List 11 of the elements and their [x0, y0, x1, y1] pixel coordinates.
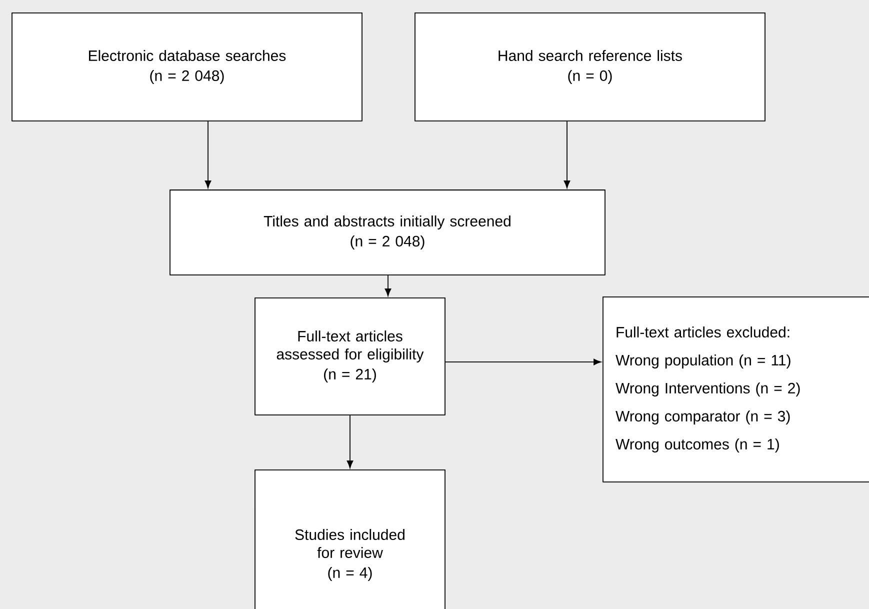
process-box: Studies included for review (n = 4) [254, 470, 446, 609]
arrow [384, 274, 392, 296]
arrow [564, 120, 570, 188]
process-box: Full-text articles assessed for eligibility (n = 21) [254, 298, 446, 416]
arrow [204, 120, 212, 188]
arrow [346, 414, 354, 468]
process-box: Full-text articles excluded: Wrong population (n = 11) Wrong Interventions (n = 2) Wrong comparator (n = 3) Wrong outcomes (n = 1) [602, 296, 869, 482]
process-box: Hand search reference lists (n = 0) [414, 12, 766, 122]
arrow [445, 358, 602, 366]
process-box: Electronic database searches (n = 2 048) [12, 12, 362, 122]
process-box: Titles and abstracts initially screened (n = 2 048) [170, 190, 606, 276]
